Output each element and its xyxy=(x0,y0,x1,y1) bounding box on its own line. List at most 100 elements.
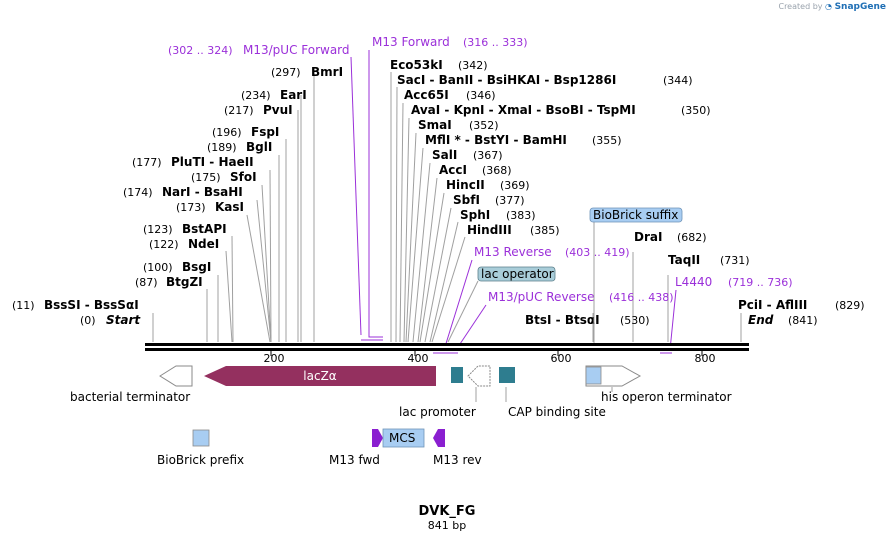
lac-operator-label[interactable]: lac operator xyxy=(447,266,556,343)
enzyme-drai[interactable]: DraI(682) xyxy=(634,230,707,244)
enzyme-avai[interactable]: AvaI - KpnI - XmaI - BsoBI - TspMI(350) xyxy=(411,103,711,117)
enzyme-pvui[interactable]: (217)PvuI xyxy=(224,103,293,117)
cap-binding-site-block[interactable] xyxy=(499,367,515,383)
enzyme-bsgi[interactable]: (100)BsgI xyxy=(143,260,211,274)
map-end-label: End (841) xyxy=(748,313,818,327)
svg-text:(829): (829) xyxy=(835,299,865,312)
lacz-label: lacZα xyxy=(303,369,337,383)
m13-fwd-label: M13 fwd xyxy=(329,453,380,467)
m13-rev-arrow[interactable] xyxy=(433,429,445,447)
enzyme-sphi[interactable]: SphI (383) xyxy=(460,208,536,222)
enzyme-hindiii[interactable]: HindIII(385) xyxy=(467,223,560,237)
svg-text:(173): (173) xyxy=(176,201,206,214)
enzyme-sfoi[interactable]: (175)SfoI xyxy=(191,170,257,184)
svg-text:Acc65I: Acc65I xyxy=(404,88,449,102)
lac-operator-text: lac operator xyxy=(481,267,554,281)
cap-binding-site-label: CAP binding site xyxy=(508,405,606,419)
snapgene-logo-icon: ◔ xyxy=(825,2,833,11)
primer-m13-puc-forward[interactable]: (302 .. 324) M13/pUC Forward xyxy=(168,43,350,57)
svg-text:MflI * - BstYI - BamHI: MflI * - BstYI - BamHI xyxy=(425,133,567,147)
enzyme-eco53ki[interactable]: Eco53kI(342) xyxy=(390,58,488,72)
enzyme-bstapi[interactable]: (123)BstAPI xyxy=(143,222,227,236)
svg-text:(383): (383) xyxy=(506,209,536,222)
svg-text:DraI: DraI xyxy=(634,230,662,244)
enzyme-saci[interactable]: SacI - BanII - BsiHKAI - Bsp1286I(344) xyxy=(397,73,693,87)
svg-text:(177): (177) xyxy=(132,156,162,169)
svg-text:NdeI: NdeI xyxy=(188,237,219,251)
lacz-feature-arrow[interactable] xyxy=(204,366,436,386)
enzyme-pcii[interactable]: PciI - AflIII(829) xyxy=(738,298,865,312)
feature-track: lacZα xyxy=(159,365,642,387)
enzyme-fspi[interactable]: (196)FspI xyxy=(212,125,279,139)
svg-text:(530): (530) xyxy=(620,314,650,327)
biobrick-prefix-block[interactable] xyxy=(192,429,210,447)
enzyme-sbfi[interactable]: SbfI(377) xyxy=(453,193,525,207)
svg-text:(367): (367) xyxy=(473,149,503,162)
svg-text:BtgZI: BtgZI xyxy=(166,275,203,289)
his-operon-terminator-label: his operon terminator xyxy=(601,390,732,404)
enzyme-bmri[interactable]: (297)BmrI xyxy=(271,65,343,79)
svg-text:(352): (352) xyxy=(469,119,499,132)
svg-text:HincII: HincII xyxy=(446,178,485,192)
svg-text:(297): (297) xyxy=(271,66,301,79)
enzyme-taqii[interactable]: TaqII(731) xyxy=(668,253,750,267)
enzyme-btgzi[interactable]: (87)BtgZI xyxy=(135,275,203,289)
enzyme-connector-lines xyxy=(152,72,742,343)
biobrick-suffix-label[interactable]: BioBrick suffix xyxy=(589,207,683,343)
svg-text:(100): (100) xyxy=(143,261,173,274)
enzyme-hincii[interactable]: HincII (369) xyxy=(446,178,530,192)
enzyme-pluti[interactable]: (177)PluTI - HaeII xyxy=(132,155,254,169)
attribution-brand: SnapGene xyxy=(834,2,886,12)
svg-text:(196): (196) xyxy=(212,126,242,139)
svg-text:(385): (385) xyxy=(530,224,560,237)
enzyme-acc65i[interactable]: Acc65I(346) xyxy=(404,88,496,102)
enzyme-bsssi[interactable]: (11)BssSI - BssSαI xyxy=(12,298,139,312)
enzyme-nari[interactable]: (174)NarI - BsaHI xyxy=(123,185,243,199)
m13-rev-label: M13 rev xyxy=(433,453,482,467)
svg-text:(217): (217) xyxy=(224,104,254,117)
primer-m13-puc-reverse[interactable]: M13/pUC Reverse (416 .. 438) xyxy=(488,290,674,304)
svg-text:SphI: SphI xyxy=(460,208,490,222)
svg-text:L4440: L4440 xyxy=(675,275,712,289)
svg-text:(416 .. 438): (416 .. 438) xyxy=(609,291,674,304)
biobrick-prefix-label: BioBrick prefix xyxy=(157,453,244,467)
plasmid-length: 841 bp xyxy=(428,519,466,532)
lac-operator-block[interactable] xyxy=(451,367,463,383)
enzyme-bgli[interactable]: (189)BglI xyxy=(207,140,272,154)
svg-text:M13/pUC Forward: M13/pUC Forward xyxy=(243,43,350,57)
enzyme-sali[interactable]: SalI(367) xyxy=(432,148,503,162)
svg-text:BssSI - BssSαI: BssSI - BssSαI xyxy=(44,298,139,312)
primer-m13-reverse[interactable]: M13 Reverse(403 .. 419) xyxy=(474,245,630,259)
svg-text:(369): (369) xyxy=(500,179,530,192)
enzyme-kasi[interactable]: (173)KasI xyxy=(176,200,244,214)
mcs-block[interactable] xyxy=(382,428,425,448)
enzyme-smai[interactable]: SmaI(352) xyxy=(418,118,499,132)
svg-text:(355): (355) xyxy=(592,134,622,147)
feature-leaders xyxy=(475,387,613,402)
lac-promoter-arrow[interactable] xyxy=(467,365,491,387)
mcs-label: MCS xyxy=(389,431,415,445)
svg-text:M13/pUC Reverse: M13/pUC Reverse xyxy=(488,290,595,304)
svg-text:(302 .. 324): (302 .. 324) xyxy=(168,44,233,57)
m13-fwd-arrow[interactable] xyxy=(372,429,383,447)
enzyme-acci[interactable]: AccI(368) xyxy=(439,163,512,177)
primer-l4440[interactable]: L4440(719 .. 736) xyxy=(675,275,793,289)
svg-text:AvaI - KpnI - XmaI - BsoBI - T: AvaI - KpnI - XmaI - BsoBI - TspMI xyxy=(411,103,636,117)
svg-text:(403 .. 419): (403 .. 419) xyxy=(565,246,630,259)
bacterial-terminator-arrow[interactable] xyxy=(159,365,193,387)
enzyme-ndei[interactable]: (122) NdeI xyxy=(149,237,219,251)
svg-text:(123): (123) xyxy=(143,223,173,236)
enzyme-btsi[interactable]: BtsI - BtsαI(530) xyxy=(525,313,650,327)
biobrick-suffix-block[interactable] xyxy=(585,366,602,385)
svg-text:(368): (368) xyxy=(482,164,512,177)
svg-text:BglI: BglI xyxy=(246,140,272,154)
enzyme-mfli[interactable]: MflI * - BstYI - BamHI (355) xyxy=(425,133,622,147)
map-start-label: (0) Start xyxy=(80,313,141,327)
svg-text:(122): (122) xyxy=(149,238,179,251)
primer-m13-forward[interactable]: M13 Forward(316 .. 333) xyxy=(372,35,528,49)
primer-labels: (302 .. 324) M13/pUC Forward M13 Forward(… xyxy=(168,35,793,304)
svg-text:Eco53kI: Eco53kI xyxy=(390,58,443,72)
end-text: End xyxy=(748,313,774,327)
enzyme-eari[interactable]: (234)EarI xyxy=(241,88,307,102)
